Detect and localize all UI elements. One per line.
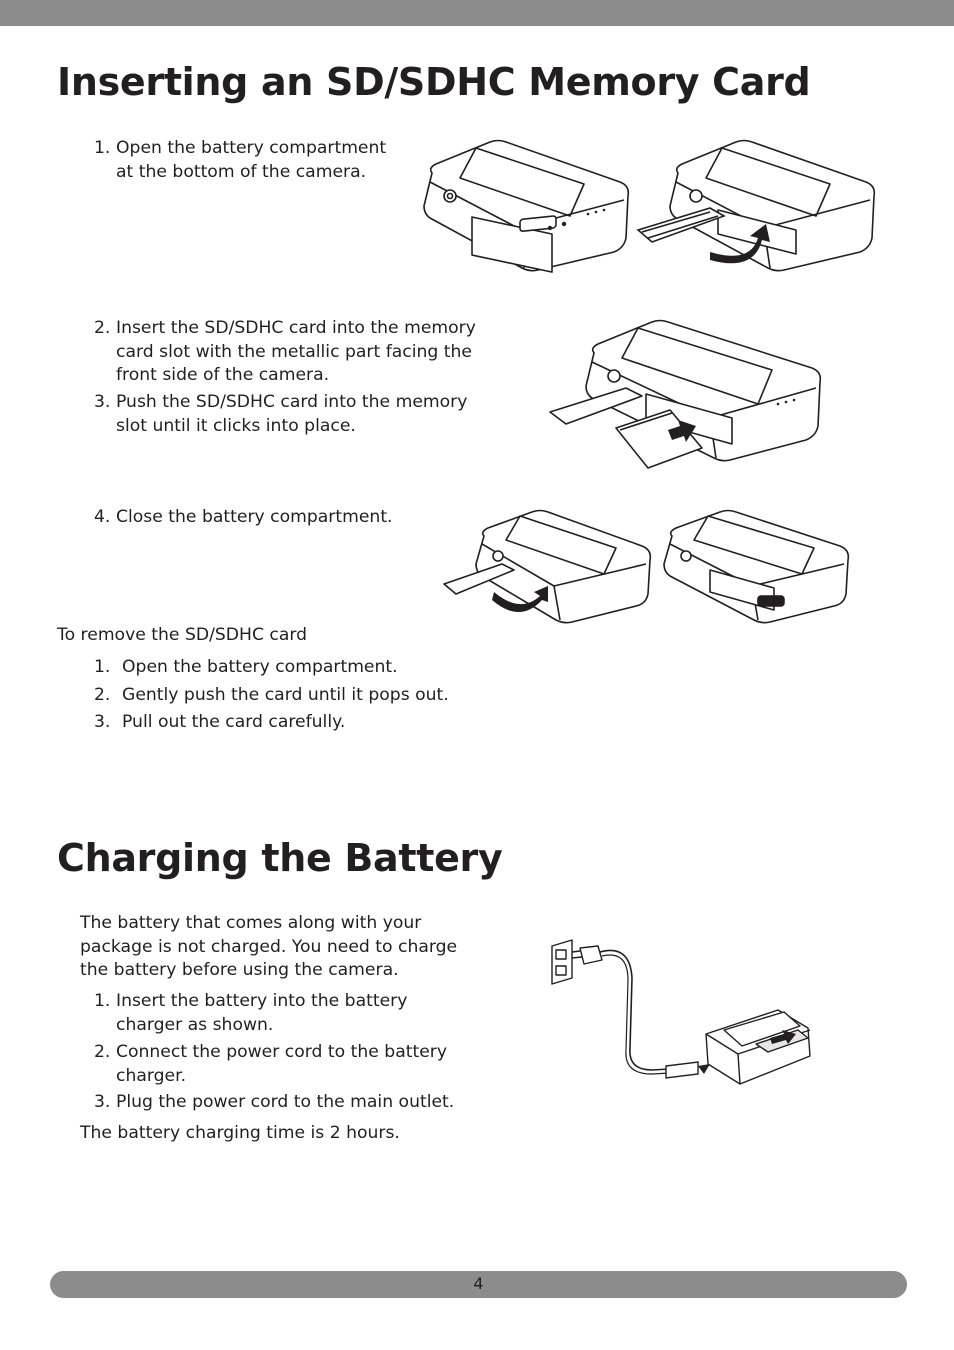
step-text: Insert the battery into the battery char… xyxy=(116,990,407,1037)
remove-card-heading: To remove the SD/SDHC card xyxy=(57,625,308,645)
step-number: 4. xyxy=(94,507,111,527)
step-number: 2. xyxy=(94,685,111,705)
step-text: Pull out the card carefully. xyxy=(122,712,346,732)
step-text: Push the SD/SDHC card into the memory sl… xyxy=(116,391,467,438)
step-line: Close the battery compartment. xyxy=(116,507,393,527)
step-line: Open the battery compartment xyxy=(116,138,387,158)
page-number: 4 xyxy=(473,1274,484,1293)
camera-open-compartment-illustration xyxy=(423,139,876,273)
step-line: Connect the power cord to the battery xyxy=(116,1042,448,1062)
step-number: 2. xyxy=(94,318,111,338)
step-number: 2. xyxy=(94,1042,111,1062)
step-text: Plug the power cord to the main outlet. xyxy=(116,1091,454,1115)
step-number: 1. xyxy=(94,657,111,677)
step-line: card slot with the metallic part facing … xyxy=(116,341,472,362)
step-number: 3. xyxy=(94,712,111,732)
step-line: Insert the SD/SDHC card into the memory xyxy=(116,318,476,338)
step-line: Insert the battery into the battery xyxy=(116,991,408,1011)
footer-bar: 4 xyxy=(50,1271,907,1298)
step-number: 3. xyxy=(94,392,111,412)
top-bar xyxy=(0,0,954,26)
step-line: Plug the power cord to the main outlet. xyxy=(116,1092,455,1112)
intro-line: The battery that comes along with your xyxy=(80,913,422,933)
camera-insert-card-illustration xyxy=(549,319,822,469)
intro-line: the battery before using the camera. xyxy=(80,960,399,980)
step-line: front side of the camera. xyxy=(116,365,330,385)
battery-charger-illustration xyxy=(551,939,811,1085)
step-text: Connect the power cord to the battery ch… xyxy=(116,1041,447,1088)
step-line: slot until it clicks into place. xyxy=(116,415,356,436)
step-number: 1. xyxy=(94,138,111,158)
step-text: Insert the SD/SDHC card into the memory … xyxy=(116,317,476,388)
step-number: 1. xyxy=(94,991,111,1011)
step-text: Close the battery compartment. xyxy=(116,506,393,530)
step-line: charger as shown. xyxy=(116,1014,274,1035)
step-line: charger. xyxy=(116,1065,187,1086)
step-text: Gently push the card until it pops out. xyxy=(122,685,449,705)
step-text: Open the battery compartment. xyxy=(122,657,398,677)
step-line: at the bottom of the camera. xyxy=(116,161,367,182)
intro-line: package is not charged. You need to char… xyxy=(80,936,458,957)
camera-close-compartment-illustration xyxy=(443,509,850,624)
step-line: Push the SD/SDHC card into the memory xyxy=(116,392,468,412)
charging-intro: The battery that comes along with your p… xyxy=(80,912,457,983)
section-title-sd-card: Inserting an SD/SDHC Memory Card xyxy=(57,60,811,104)
step-text: Open the battery compartment at the bott… xyxy=(116,137,386,184)
charging-time-note: The battery charging time is 2 hours. xyxy=(80,1123,400,1143)
section-title-charging: Charging the Battery xyxy=(57,836,503,880)
step-number: 3. xyxy=(94,1092,111,1112)
